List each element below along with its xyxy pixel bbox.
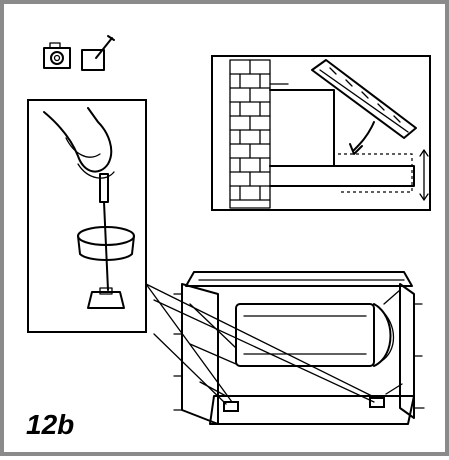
screwdriver-inset	[27, 99, 147, 333]
wall-inset	[211, 55, 431, 211]
hood-unit	[145, 271, 425, 425]
edit-document-icon	[81, 35, 115, 71]
screw-hole-right	[369, 397, 385, 408]
step-label: 12b	[26, 409, 74, 440]
brick-wall	[229, 59, 271, 209]
screw-hole-left	[223, 401, 239, 412]
camera-icon	[43, 42, 71, 69]
installation-diagram: 12b	[26, 35, 431, 440]
